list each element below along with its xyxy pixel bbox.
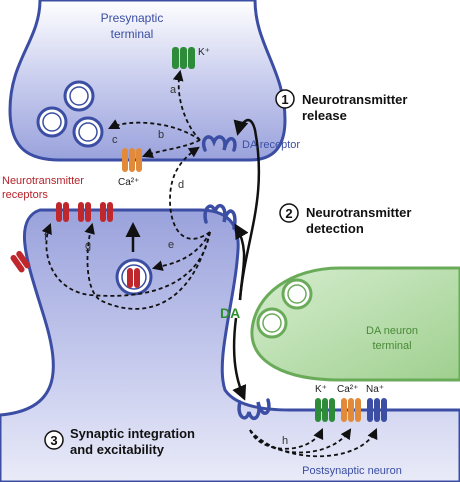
calcium-label: Ca²⁺ bbox=[118, 177, 139, 188]
sodium-label: Na⁺ bbox=[366, 384, 384, 395]
step-3-badge: 3 bbox=[44, 430, 64, 450]
svg-text:2: 2 bbox=[285, 206, 292, 221]
potassium-channel-icon bbox=[172, 47, 195, 69]
svg-text:1: 1 bbox=[281, 92, 288, 107]
step-2-badge: 2 bbox=[279, 203, 299, 223]
step-3-line2: and excitability bbox=[70, 442, 165, 457]
pathway-letter-d: d bbox=[178, 179, 184, 191]
da-neuron-terminal bbox=[250, 266, 460, 382]
postsynaptic-potassium-channel-icon bbox=[315, 398, 335, 422]
step-3-line1: Synaptic integration bbox=[70, 426, 195, 441]
da-receptor-label: DA receptor bbox=[242, 139, 300, 151]
potassium-label: K⁺ bbox=[198, 47, 210, 58]
pathway-letter-g: g bbox=[85, 240, 91, 252]
presynaptic-vesicles bbox=[36, 80, 104, 148]
postsynaptic-label: Postsynaptic neuron bbox=[302, 465, 402, 477]
signaling-pathways bbox=[41, 69, 378, 457]
step-2-line2: detection bbox=[306, 221, 364, 236]
nt-receptors-label-line1: Neurotransmitter bbox=[2, 175, 84, 187]
presynaptic-da-receptor-icon bbox=[201, 135, 237, 152]
dendrite-da-receptor-icon bbox=[203, 203, 237, 230]
step-1-badge: 1 bbox=[275, 89, 295, 109]
pathway-letter-b: b bbox=[158, 129, 164, 141]
nt-receptors-label-line2: receptors bbox=[2, 189, 48, 201]
pathway-letter-f: f bbox=[44, 231, 48, 243]
postsynaptic-da-receptor-icon bbox=[237, 398, 271, 421]
step-1-line2: release bbox=[302, 108, 347, 123]
svg-text:3: 3 bbox=[50, 433, 57, 448]
presynaptic-label-line2: terminal bbox=[111, 27, 154, 41]
pathway-letter-e: e bbox=[168, 239, 174, 251]
step-1-line1: Neurotransmitter bbox=[302, 92, 407, 107]
pathway-letter-a: a bbox=[170, 84, 177, 96]
da-neuron-label-line2: terminal bbox=[372, 340, 411, 352]
sodium-channel-icon bbox=[367, 398, 387, 422]
calcium-channel-icon bbox=[122, 148, 142, 172]
step-2-line1: Neurotransmitter bbox=[306, 205, 411, 220]
post-potassium-label: K⁺ bbox=[315, 384, 327, 395]
endosome-icon bbox=[115, 222, 153, 296]
post-calcium-label: Ca²⁺ bbox=[337, 384, 358, 395]
da-label: DA bbox=[220, 305, 240, 321]
pathway-letter-c: c bbox=[112, 134, 118, 146]
neurotransmitter-receptor-icon bbox=[10, 202, 113, 273]
postsynaptic-calcium-channel-icon bbox=[341, 398, 361, 422]
da-release-arrows bbox=[232, 118, 261, 401]
presynaptic-label-line1: Presynaptic bbox=[101, 11, 164, 25]
pathway-letter-h: h bbox=[282, 435, 288, 447]
da-neuron-label-line1: DA neuron bbox=[366, 325, 418, 337]
